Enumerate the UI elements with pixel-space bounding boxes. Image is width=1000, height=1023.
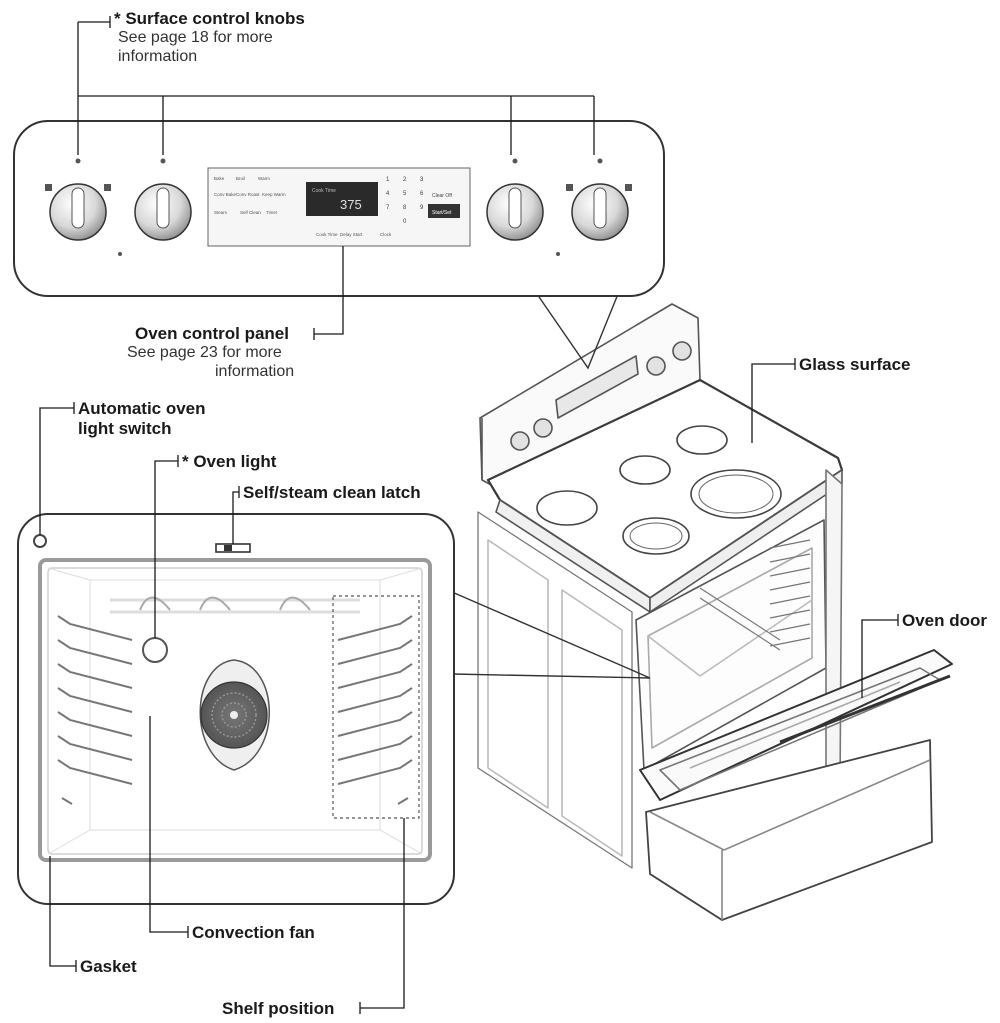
drawer [645,739,933,921]
fan-icon [199,659,270,771]
shelf-rails-right [337,615,413,805]
svg-text:6: 6 [420,191,424,197]
svg-text:3: 3 [420,177,424,183]
svg-text:Steam: Steam [214,210,227,215]
svg-text:2: 2 [403,177,407,183]
panel-buttons: Bake Broil Warm Conv Bake Conv Roast Kee… [214,176,392,237]
callout-title: Oven control panel [135,324,289,343]
svg-text:8: 8 [403,205,407,211]
shelf-position-callout: Shelf position [222,999,334,1019]
svg-text:Keep Warm: Keep Warm [262,192,286,197]
clean-latch-callout: Self/steam clean latch [243,483,421,503]
keypad: 1 2 3 4 5 6 7 8 9 0 [386,177,424,225]
callout-note: information [118,47,198,65]
svg-text:7: 7 [386,205,390,211]
zoom-connectors [451,293,651,679]
knob-icon [486,183,544,241]
glass-surface-callout: Glass surface [799,355,911,375]
svg-text:Warm: Warm [258,176,270,181]
knob-icon [134,183,192,241]
svg-text:5: 5 [403,191,407,197]
display-small-label: Cook Time [312,188,336,194]
svg-text:Conv Roast: Conv Roast [236,192,260,197]
callout-title: Self/steam clean latch [243,483,421,502]
shelf-rails-left [57,615,133,805]
svg-text:Bake: Bake [214,176,225,181]
latch-icon [215,543,251,553]
oven-cavity-closeup [17,513,455,905]
range-illustration [477,303,953,921]
svg-text:Start/Set: Start/Set [432,210,452,216]
shelf-position-box [332,595,420,819]
callout-note: See page 18 for more [118,29,273,47]
oven-door-callout: Oven door [902,611,987,631]
svg-text:Clock: Clock [380,232,392,237]
display-temperature: 375 [340,197,362,212]
callout-title: Gasket [80,957,137,976]
svg-text:Conv Bake: Conv Bake [214,192,237,197]
oven-light-bulb-icon [142,637,168,663]
callout-title: * Oven light [182,452,277,471]
clear-off-button: Clear Off [432,193,453,199]
callout-title: * Surface control knobs [114,9,305,28]
svg-text:Self Clean: Self Clean [240,210,261,215]
callout-note: See page 23 for more [127,344,282,362]
svg-text:1: 1 [386,177,390,183]
callout-note: information [215,362,295,380]
leader-lines [39,16,899,1014]
svg-text:0: 0 [403,219,407,225]
knob-icon [571,183,629,241]
gasket-callout: Gasket [80,957,137,977]
svg-text:4: 4 [386,191,390,197]
oven-display [306,182,378,216]
auto-light-switch-callout: Automatic oven light switch [78,399,206,439]
start-set-button [428,204,460,218]
oven-light-callout: * Oven light [182,452,276,472]
svg-text:Broil: Broil [236,176,245,181]
convection-fan-callout: Convection fan [192,923,315,943]
svg-text:9: 9 [420,205,424,211]
callout-title: Automatic oven [78,399,206,418]
svg-text:Delay Start: Delay Start [340,232,363,237]
callout-title: Shelf position [222,999,335,1018]
svg-text:Timer: Timer [266,210,278,215]
svg-text:Cook Time: Cook Time [316,232,338,237]
knob-icon [49,183,107,241]
callout-title: light switch [78,419,172,439]
callout-title: Convection fan [192,923,315,942]
callout-title: Glass surface [799,355,911,374]
callout-title: Oven door [902,611,988,630]
surface-knobs-callout: * Surface control knobs See page 18 for … [114,9,305,67]
oven-control-panel-callout: Oven control panel See page 23 for more … [127,324,295,382]
control-panel-closeup: Cook Time 375 Bake Broil Warm Conv Bake … [13,120,665,297]
